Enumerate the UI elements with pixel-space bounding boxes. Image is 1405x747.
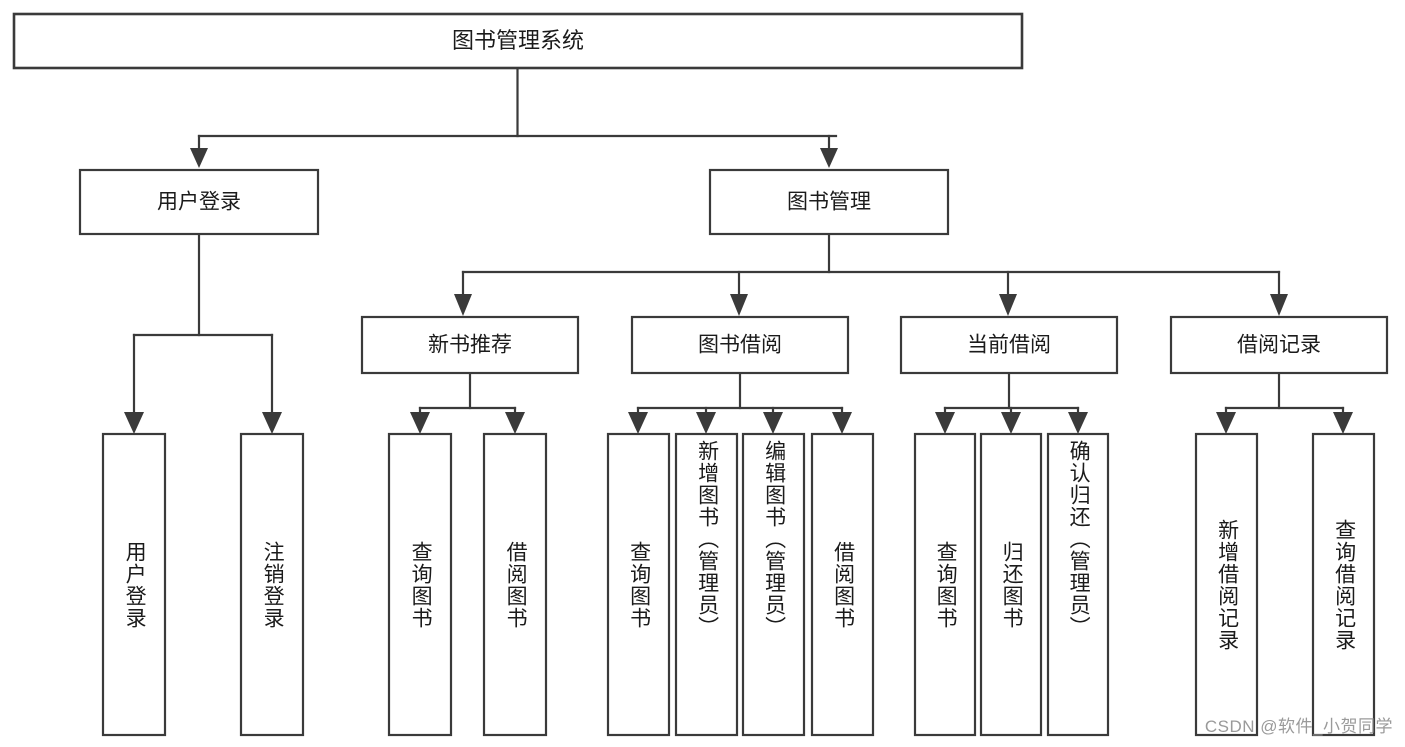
leaf-box-borrow-record-2[interactable] <box>1311 432 1376 737</box>
node-current-borrow-box[interactable] <box>899 315 1119 375</box>
leaf-box-current-borrow-2[interactable] <box>979 432 1043 737</box>
arrow-to-borrow-record <box>1270 294 1288 316</box>
node-new-book-recommend-label: 新书推荐 <box>428 334 512 357</box>
node-root[interactable]: 图书管理系统 <box>12 12 1024 70</box>
arrow-currentborrow-leaf-1 <box>935 412 955 434</box>
node-root-box[interactable] <box>12 12 1024 70</box>
leaf-box-new-book-2[interactable] <box>482 432 548 737</box>
connector-group <box>124 66 1353 434</box>
arrow-newbook-leaf-1 <box>410 412 430 434</box>
arrow-currentborrow-leaf-2 <box>1001 412 1021 434</box>
node-book-borrow-label: 图书借阅 <box>698 334 782 357</box>
arrow-bookborrow-leaf-4 <box>832 412 852 434</box>
arrow-newbook-leaf-2 <box>505 412 525 434</box>
node-book-borrow[interactable]: 图书借阅 <box>630 315 850 375</box>
leaf-box-book-borrow-2[interactable] <box>674 432 739 737</box>
leaf-box-book-borrow-4[interactable] <box>810 432 875 737</box>
leaf-box-current-borrow-3[interactable] <box>1046 432 1110 737</box>
arrow-userlogin-leaf-1 <box>124 412 144 434</box>
node-book-borrow-box[interactable] <box>630 315 850 375</box>
arrow-currentborrow-leaf-3 <box>1068 412 1088 434</box>
arrow-bookborrow-leaf-1 <box>628 412 648 434</box>
arrow-bookborrow-leaf-2 <box>696 412 716 434</box>
leaf-box-borrow-record-1[interactable] <box>1194 432 1259 737</box>
leaf-box-new-book-1[interactable] <box>387 432 453 737</box>
leaf-box-user-login-1[interactable] <box>101 432 167 737</box>
arrow-to-user-login <box>190 148 208 168</box>
arrow-to-current-borrow <box>999 294 1017 316</box>
node-borrow-record-label: 借阅记录 <box>1237 334 1321 357</box>
arrow-bookborrow-leaf-3 <box>763 412 783 434</box>
node-root-label: 图书管理系统 <box>452 28 584 53</box>
leaf-box-book-borrow-3[interactable] <box>741 432 806 737</box>
node-borrow-record-box[interactable] <box>1169 315 1389 375</box>
node-user-login[interactable]: 用户登录 <box>78 168 320 236</box>
node-new-book-recommend-box[interactable] <box>360 315 580 375</box>
node-book-manage-label: 图书管理 <box>787 191 871 214</box>
leaf-box-current-borrow-1[interactable] <box>913 432 977 737</box>
arrow-to-book-borrow <box>730 294 748 316</box>
node-book-manage-box[interactable] <box>708 168 950 236</box>
node-user-login-label: 用户登录 <box>157 191 241 214</box>
node-current-borrow[interactable]: 当前借阅 <box>899 315 1119 375</box>
arrow-borrowrecord-leaf-2 <box>1333 412 1353 434</box>
node-borrow-record[interactable]: 借阅记录 <box>1169 315 1389 375</box>
arrow-to-new-book <box>454 294 472 316</box>
leaf-box-user-login-2[interactable] <box>239 432 305 737</box>
watermark-text: CSDN @软件_小贺同学 <box>1204 717 1393 736</box>
node-book-manage[interactable]: 图书管理 <box>708 168 950 236</box>
arrow-userlogin-leaf-2 <box>262 412 282 434</box>
arrow-to-book-manage <box>820 148 838 168</box>
arrow-borrowrecord-leaf-1 <box>1216 412 1236 434</box>
node-new-book-recommend[interactable]: 新书推荐 <box>360 315 580 375</box>
leaf-box-book-borrow-1[interactable] <box>606 432 671 737</box>
node-user-login-box[interactable] <box>78 168 320 236</box>
node-current-borrow-label: 当前借阅 <box>967 334 1051 357</box>
